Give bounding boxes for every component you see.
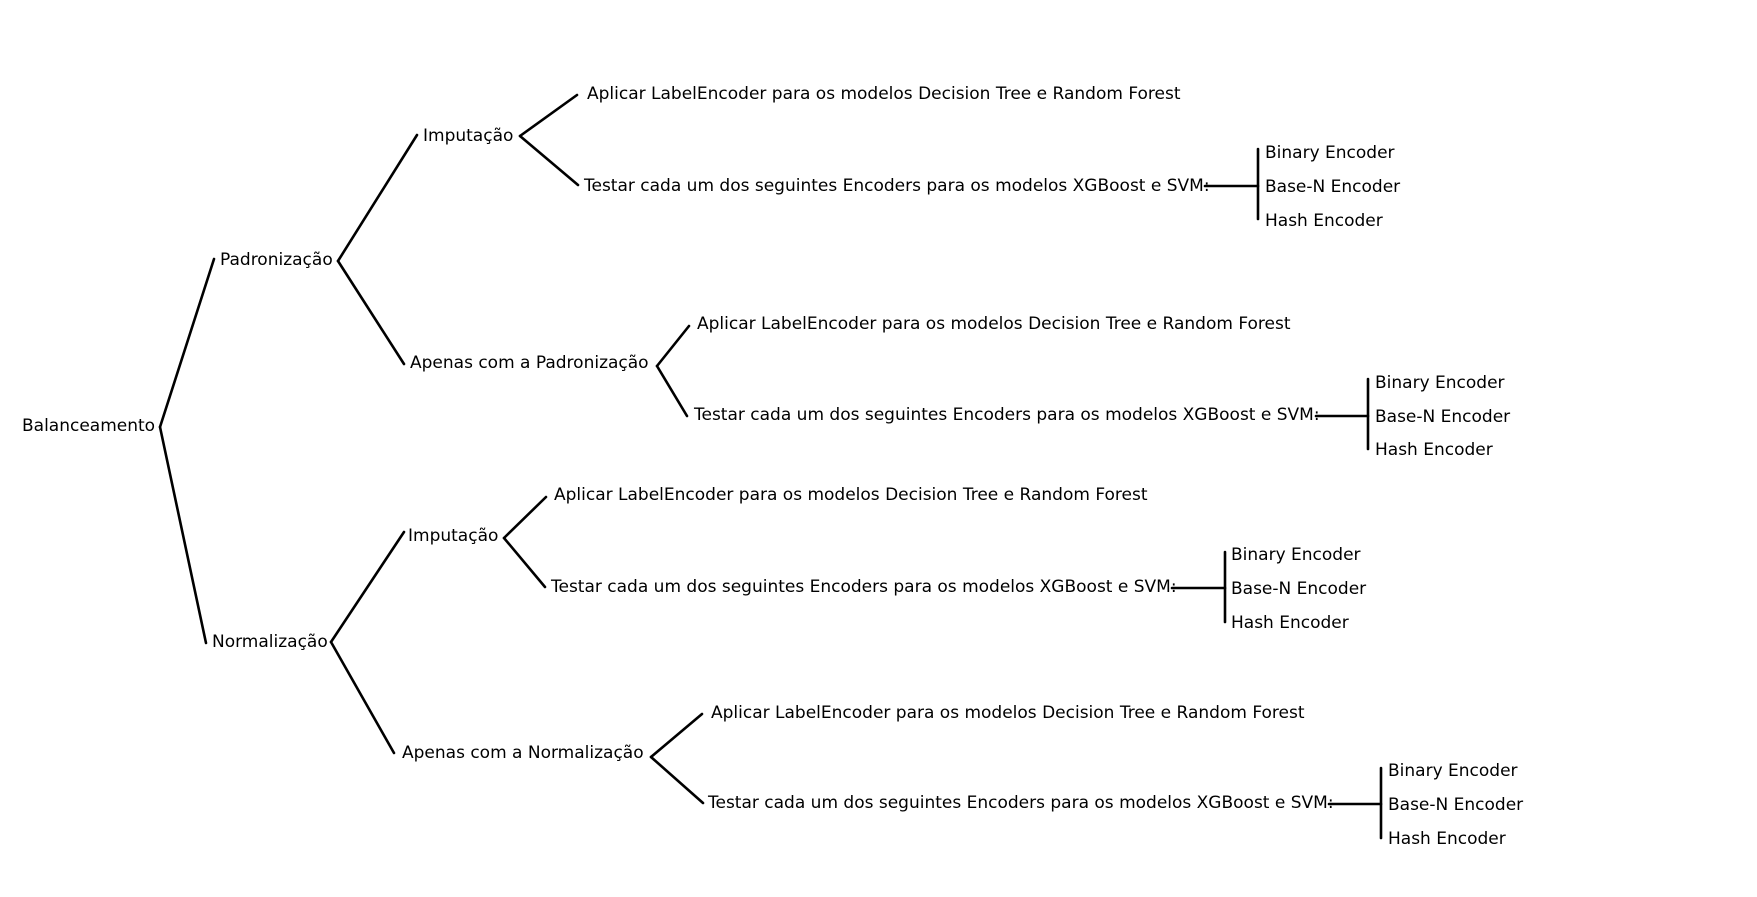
encoder-hash-2: Hash Encoder [1375,440,1493,460]
edge-g3-label-encoder [502,495,548,540]
node-apenas-normalizacao: Apenas com a Normalização [402,743,644,763]
encoder-binary-4: Binary Encoder [1388,761,1518,781]
encoder-hash-4: Hash Encoder [1388,829,1506,849]
node-label-encoder-1: Aplicar LabelEncoder para os modelos Dec… [587,84,1181,104]
edge-normalizacao-imputacao [329,530,406,644]
edge-normalizacao-apenas [329,640,396,755]
root-node-balanceamento: Balanceamento [22,416,156,436]
edge-g1-label-encoder [518,93,579,138]
encoder-base-n-4: Base-N Encoder [1388,795,1524,815]
encoder-binary-1: Binary Encoder [1265,143,1395,163]
node-imputacao-1: Imputação [423,126,514,146]
edge-padronizacao-imputacao [336,133,419,263]
encoder-hash-1: Hash Encoder [1265,211,1383,231]
edge-g2-test [655,364,689,418]
edge-g3-test [502,536,547,589]
encoder-base-n-2: Base-N Encoder [1375,407,1511,427]
edge-g4-test [649,755,705,805]
edge-g1-test [518,134,580,187]
node-test-encoders-1: Testar cada um dos seguintes Encoders pa… [584,176,1210,196]
node-imputacao-2: Imputação [408,526,499,546]
node-label-encoder-2: Aplicar LabelEncoder para os modelos Dec… [697,314,1291,334]
node-normalizacao: Normalização [212,632,328,652]
edge-g4-label-encoder [649,712,704,759]
node-test-encoders-2: Testar cada um dos seguintes Encoders pa… [694,405,1320,425]
node-label-encoder-3: Aplicar LabelEncoder para os modelos Dec… [554,485,1148,505]
encoder-hash-3: Hash Encoder [1231,613,1349,633]
edge-root-padronizacao [158,257,216,429]
encoder-binary-3: Binary Encoder [1231,545,1361,565]
encoder-binary-2: Binary Encoder [1375,373,1505,393]
node-test-encoders-3: Testar cada um dos seguintes Encoders pa… [551,577,1177,597]
encoder-base-n-1: Base-N Encoder [1265,177,1401,197]
edge-padronizacao-apenas [336,259,406,366]
edge-root-normalizacao [158,425,208,645]
node-label-encoder-4: Aplicar LabelEncoder para os modelos Dec… [711,703,1305,723]
edge-g2-label-encoder [655,324,691,368]
node-padronizacao: Padronização [220,250,333,270]
node-test-encoders-4: Testar cada um dos seguintes Encoders pa… [708,793,1334,813]
encoder-base-n-3: Base-N Encoder [1231,579,1367,599]
node-apenas-padronizacao: Apenas com a Padronização [410,353,649,373]
